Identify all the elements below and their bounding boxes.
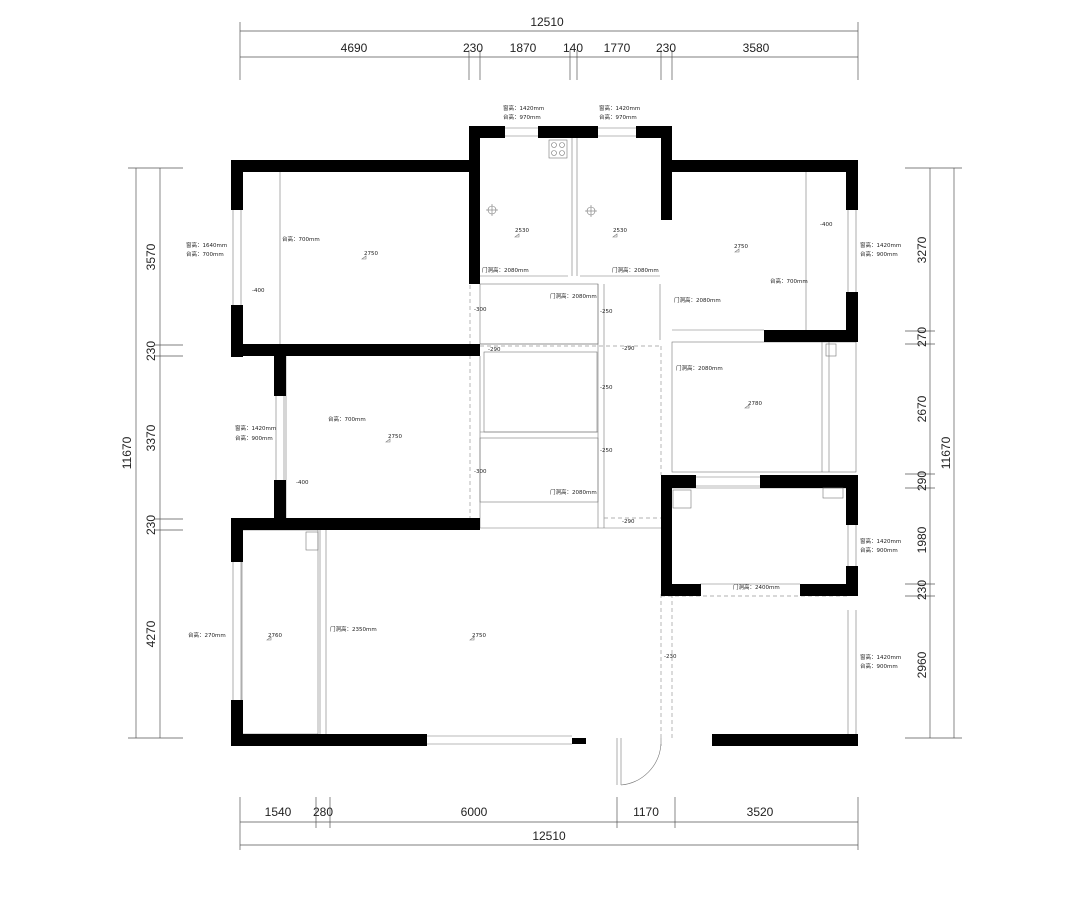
top-dim-1: 4690 [341,41,368,55]
bed3-level: -400 [296,480,309,486]
level-markers [266,233,750,641]
top-dimension-chain: 12510 4690 230 1870 140 1770 230 3580 [239,15,859,80]
bed2-level: -400 [820,222,833,228]
top-dim-3: 1870 [510,41,537,55]
bed1-window-height: 窗高：1640mm [186,241,227,249]
bed1-sill: 台高：700mm [282,235,320,243]
corridor-level-4: -290 [622,346,635,352]
fixtures [305,139,844,551]
bed3-ceiling: 2750 [388,434,402,440]
bath2-door: 门洞高：2080mm [612,266,659,274]
left-dim-3: 3370 [144,424,158,451]
corridor-level-8: -290 [622,519,635,525]
bottom-dimension-chain: 1540 280 6000 1170 3520 12510 [239,797,859,850]
right-dim-2: 270 [915,327,929,347]
right-total-label: 11670 [939,436,953,469]
corridor-level-6: -250 [600,448,613,454]
corridor-level-2: -250 [600,309,613,315]
bed1-ceiling: 2750 [364,251,378,257]
hall-sill-height: 台高：900mm [860,662,898,670]
bed1-sill-height: 台高：700mm [186,250,224,258]
bath1-ceiling: 2530 [515,228,529,234]
annotations: 窗高：1420mm 台高：970mm 窗高：1420mm 台高：970mm 25… [186,104,901,670]
room4-window-height: 窗高：1420mm [860,537,901,545]
bath1-window-height: 窗高：1420mm [503,104,544,112]
bed3-sill-height: 台高：900mm [235,434,273,442]
right-dim-3: 2670 [915,395,929,422]
bottom-dim-4: 1170 [633,805,659,819]
bed2-sill-height: 台高：900mm [860,250,898,258]
top-dim-7: 3580 [743,41,770,55]
bed2-ceiling: 2750 [734,244,748,250]
living-ceiling: 2750 [472,633,486,639]
right-dim-5: 1980 [915,526,929,553]
bath2-ceiling: 2530 [613,228,627,234]
top-dim-5: 1770 [604,41,631,55]
bed3-window-height: 窗高：1420mm [235,424,276,432]
corridor-door-2: 门洞高：2080mm [550,488,597,496]
balcony-sill: 台高：270mm [188,631,226,639]
corridor-level-1: -300 [474,307,487,313]
room3-door: 门洞高：2080mm [676,364,723,372]
interior-lines [241,138,857,735]
bed2-door: 门洞高：2080mm [674,296,721,304]
bed1-level: -400 [252,288,265,294]
right-dimension-chain: 3270 270 2670 290 1980 230 2960 11670 [905,167,962,739]
corridor-level-7: -300 [474,469,487,475]
top-total-label: 12510 [530,15,564,29]
left-total-label: 11670 [120,436,134,469]
bottom-dim-3: 6000 [461,805,488,819]
hall-level: -230 [664,654,677,660]
bath2-sill-height: 台高：970mm [599,113,637,121]
left-dim-5: 4270 [144,620,158,647]
corridor-level-3: -290 [488,347,501,353]
left-dim-4: 230 [144,515,158,535]
right-dim-7: 2960 [915,651,929,678]
top-dim-6: 230 [656,41,676,55]
dashed-openings [469,285,850,740]
bath2-window-height: 窗高：1420mm [599,104,640,112]
left-dimension-chain: 11670 3570 230 3370 230 4270 [120,167,183,739]
right-dim-6: 230 [915,580,929,600]
left-dim-1: 3570 [144,243,158,270]
entrance-door [616,738,662,786]
hall-window-height: 窗高：1420mm [860,653,901,661]
bottom-dim-5: 3520 [747,805,774,819]
right-dim-4: 290 [915,471,929,491]
balcony-ceiling: 2760 [268,633,282,639]
bottom-dim-2: 280 [313,805,333,819]
room4-sill-height: 台高：900mm [860,546,898,554]
top-dim-4: 140 [563,41,583,55]
bath1-sill-height: 台高：970mm [503,113,541,121]
walls [231,126,858,746]
bed3-sill: 台高：700mm [328,415,366,423]
right-dim-1: 3270 [915,236,929,263]
room4-door: 门洞高：2400mm [733,583,780,591]
windows [232,127,857,745]
room3-ceiling: 2780 [748,401,762,407]
bath1-door: 门洞高：2080mm [482,266,529,274]
corridor-level-5: -250 [600,385,613,391]
bottom-total-label: 12510 [532,829,566,843]
bed2-sill: 台高：700mm [770,277,808,285]
left-dim-2: 230 [144,341,158,361]
bottom-dim-1: 1540 [265,805,292,819]
bed2-window-height: 窗高：1420mm [860,241,901,249]
top-dim-2: 230 [463,41,483,55]
corridor-door-1: 门洞高：2080mm [550,292,597,300]
living-door: 门洞高：2350mm [330,625,377,633]
